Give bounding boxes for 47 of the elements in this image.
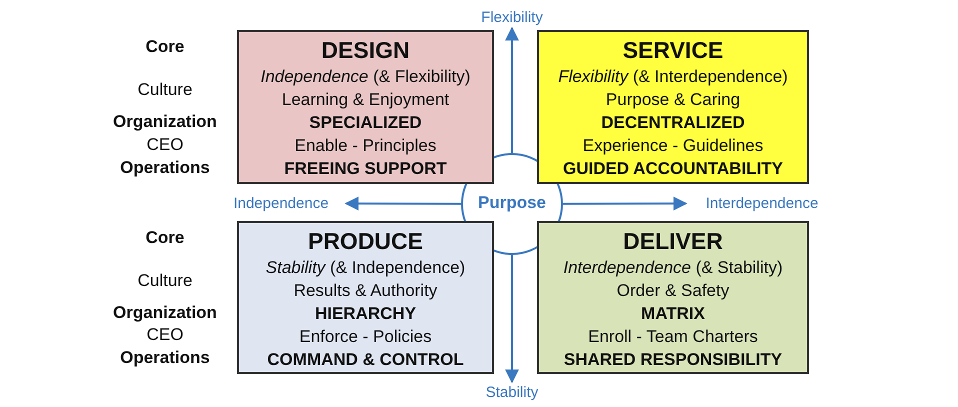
quadrant-text: Learning & Enjoyment: [280, 89, 450, 111]
quadrant-heading: DESIGN: [320, 36, 411, 65]
quadrant-box: [237, 30, 494, 184]
quadrant-text: MATRIX: [640, 303, 706, 325]
row-label: Culture: [136, 271, 194, 291]
arrow: [505, 26, 519, 154]
quadrant-box: [237, 221, 494, 374]
quadrant-text: Experience - Guidelines: [582, 135, 764, 157]
quadrant-text: Stability (& Independence): [264, 257, 466, 279]
quadrant-text: Enforce - Policies: [298, 326, 433, 348]
axis-label: Stability: [477, 383, 547, 402]
arrow: [562, 196, 688, 211]
row-label: Core: [144, 37, 186, 57]
quadrant-text: Enroll - Team Charters: [587, 326, 759, 348]
row-label: Operations: [119, 348, 211, 368]
row-label: CEO: [146, 325, 184, 345]
quadrant-heading: PRODUCE: [306, 227, 424, 256]
arrow: [505, 254, 519, 384]
quadrant-text: SHARED RESPONSIBILITY: [562, 349, 784, 371]
row-label: Organization: [112, 303, 218, 323]
quadrant-heading: SERVICE: [622, 36, 724, 65]
quadrant-text: Order & Safety: [616, 280, 730, 302]
quadrant-text: Interdependence (& Stability): [562, 257, 784, 279]
row-label: Organization: [112, 112, 218, 132]
quadrant-heading: DELIVER: [622, 227, 724, 256]
axis-label: Independence: [218, 194, 344, 213]
axis-label: Flexibility: [472, 8, 552, 27]
row-label: Culture: [136, 80, 194, 100]
center-label: Purpose: [476, 193, 548, 213]
quadrant-text: Purpose & Caring: [604, 89, 742, 111]
quadrant-box: [537, 221, 809, 374]
quadrant-text: Flexibility (& Interdependence): [557, 66, 789, 88]
row-label: CEO: [146, 135, 184, 155]
quadrant-box: [537, 30, 809, 184]
quadrant-text: DECENTRALIZED: [600, 112, 746, 134]
row-label: Operations: [119, 158, 211, 178]
quadrant-text: Results & Authority: [292, 280, 438, 302]
row-label: Core: [144, 228, 186, 248]
quadrant-text: Enable - Principles: [294, 135, 438, 157]
quadrant-text: SPECIALIZED: [308, 112, 423, 134]
quadrant-text: Independence (& Flexibility): [260, 66, 472, 88]
axis-label: Interdependence: [688, 194, 836, 213]
quadrant-text: GUIDED ACCOUNTABILITY: [562, 158, 784, 180]
quadrant-text: HIERARCHY: [314, 303, 418, 325]
arrow: [344, 196, 462, 211]
quadrant-text: COMMAND & CONTROL: [266, 349, 465, 371]
quadrant-text: FREEING SUPPORT: [283, 158, 448, 180]
